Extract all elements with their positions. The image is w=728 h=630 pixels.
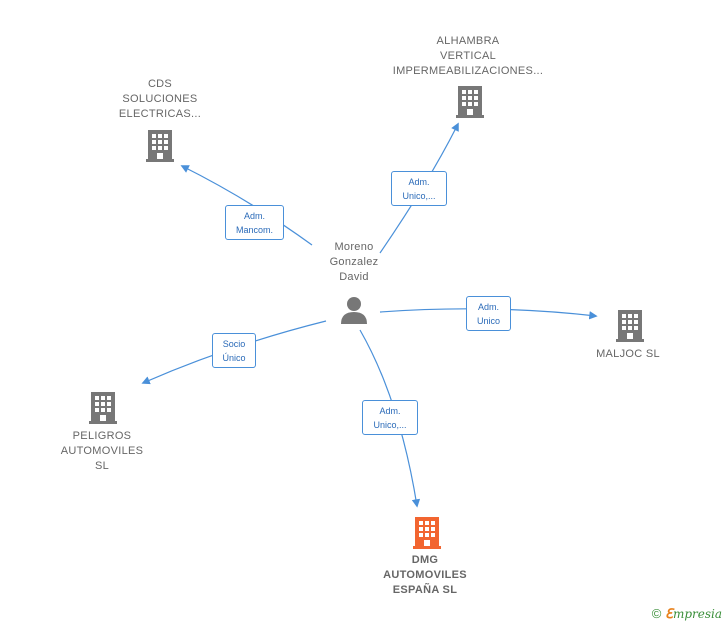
relation-label-alhambra[interactable]: Adm. Unico,... (391, 171, 447, 206)
person-name[interactable]: Moreno Gonzalez David (329, 241, 379, 283)
company-label-alhambra[interactable]: ALHAMBRA VERTICAL IMPERMEABILIZACIONES..… (392, 35, 544, 77)
edge-cds (180, 165, 313, 246)
company-label-peligros[interactable]: PELIGROS AUTOMOVILES SL (60, 430, 144, 472)
copyright-symbol: © (651, 606, 662, 621)
person-icon[interactable] (341, 297, 367, 324)
building-icon-alhambra[interactable] (456, 86, 484, 118)
company-label-cds[interactable]: CDS SOLUCIONES ELECTRICAS... (118, 78, 202, 120)
building-icon-dmg[interactable] (413, 517, 441, 549)
relation-label-maljoc[interactable]: Adm. Unico (466, 296, 511, 331)
company-label-maljoc[interactable]: MALJOC SL (596, 348, 660, 360)
empresia-logo-e: ℇ (664, 607, 673, 622)
building-icon-maljoc[interactable] (616, 310, 644, 342)
building-icon-peligros[interactable] (89, 392, 117, 424)
empresia-brand: © ℇmpresia (652, 606, 722, 622)
building-icon-cds[interactable] (146, 130, 174, 162)
empresia-logo-text: mpresia (672, 607, 722, 621)
company-label-dmg[interactable]: DMG AUTOMOVILES ESPAÑA SL (383, 554, 467, 596)
relation-label-dmg[interactable]: Adm. Unico,... (362, 400, 418, 435)
relation-label-peligros[interactable]: Socio Único (212, 333, 256, 368)
relation-label-cds[interactable]: Adm. Mancom. (225, 205, 284, 240)
